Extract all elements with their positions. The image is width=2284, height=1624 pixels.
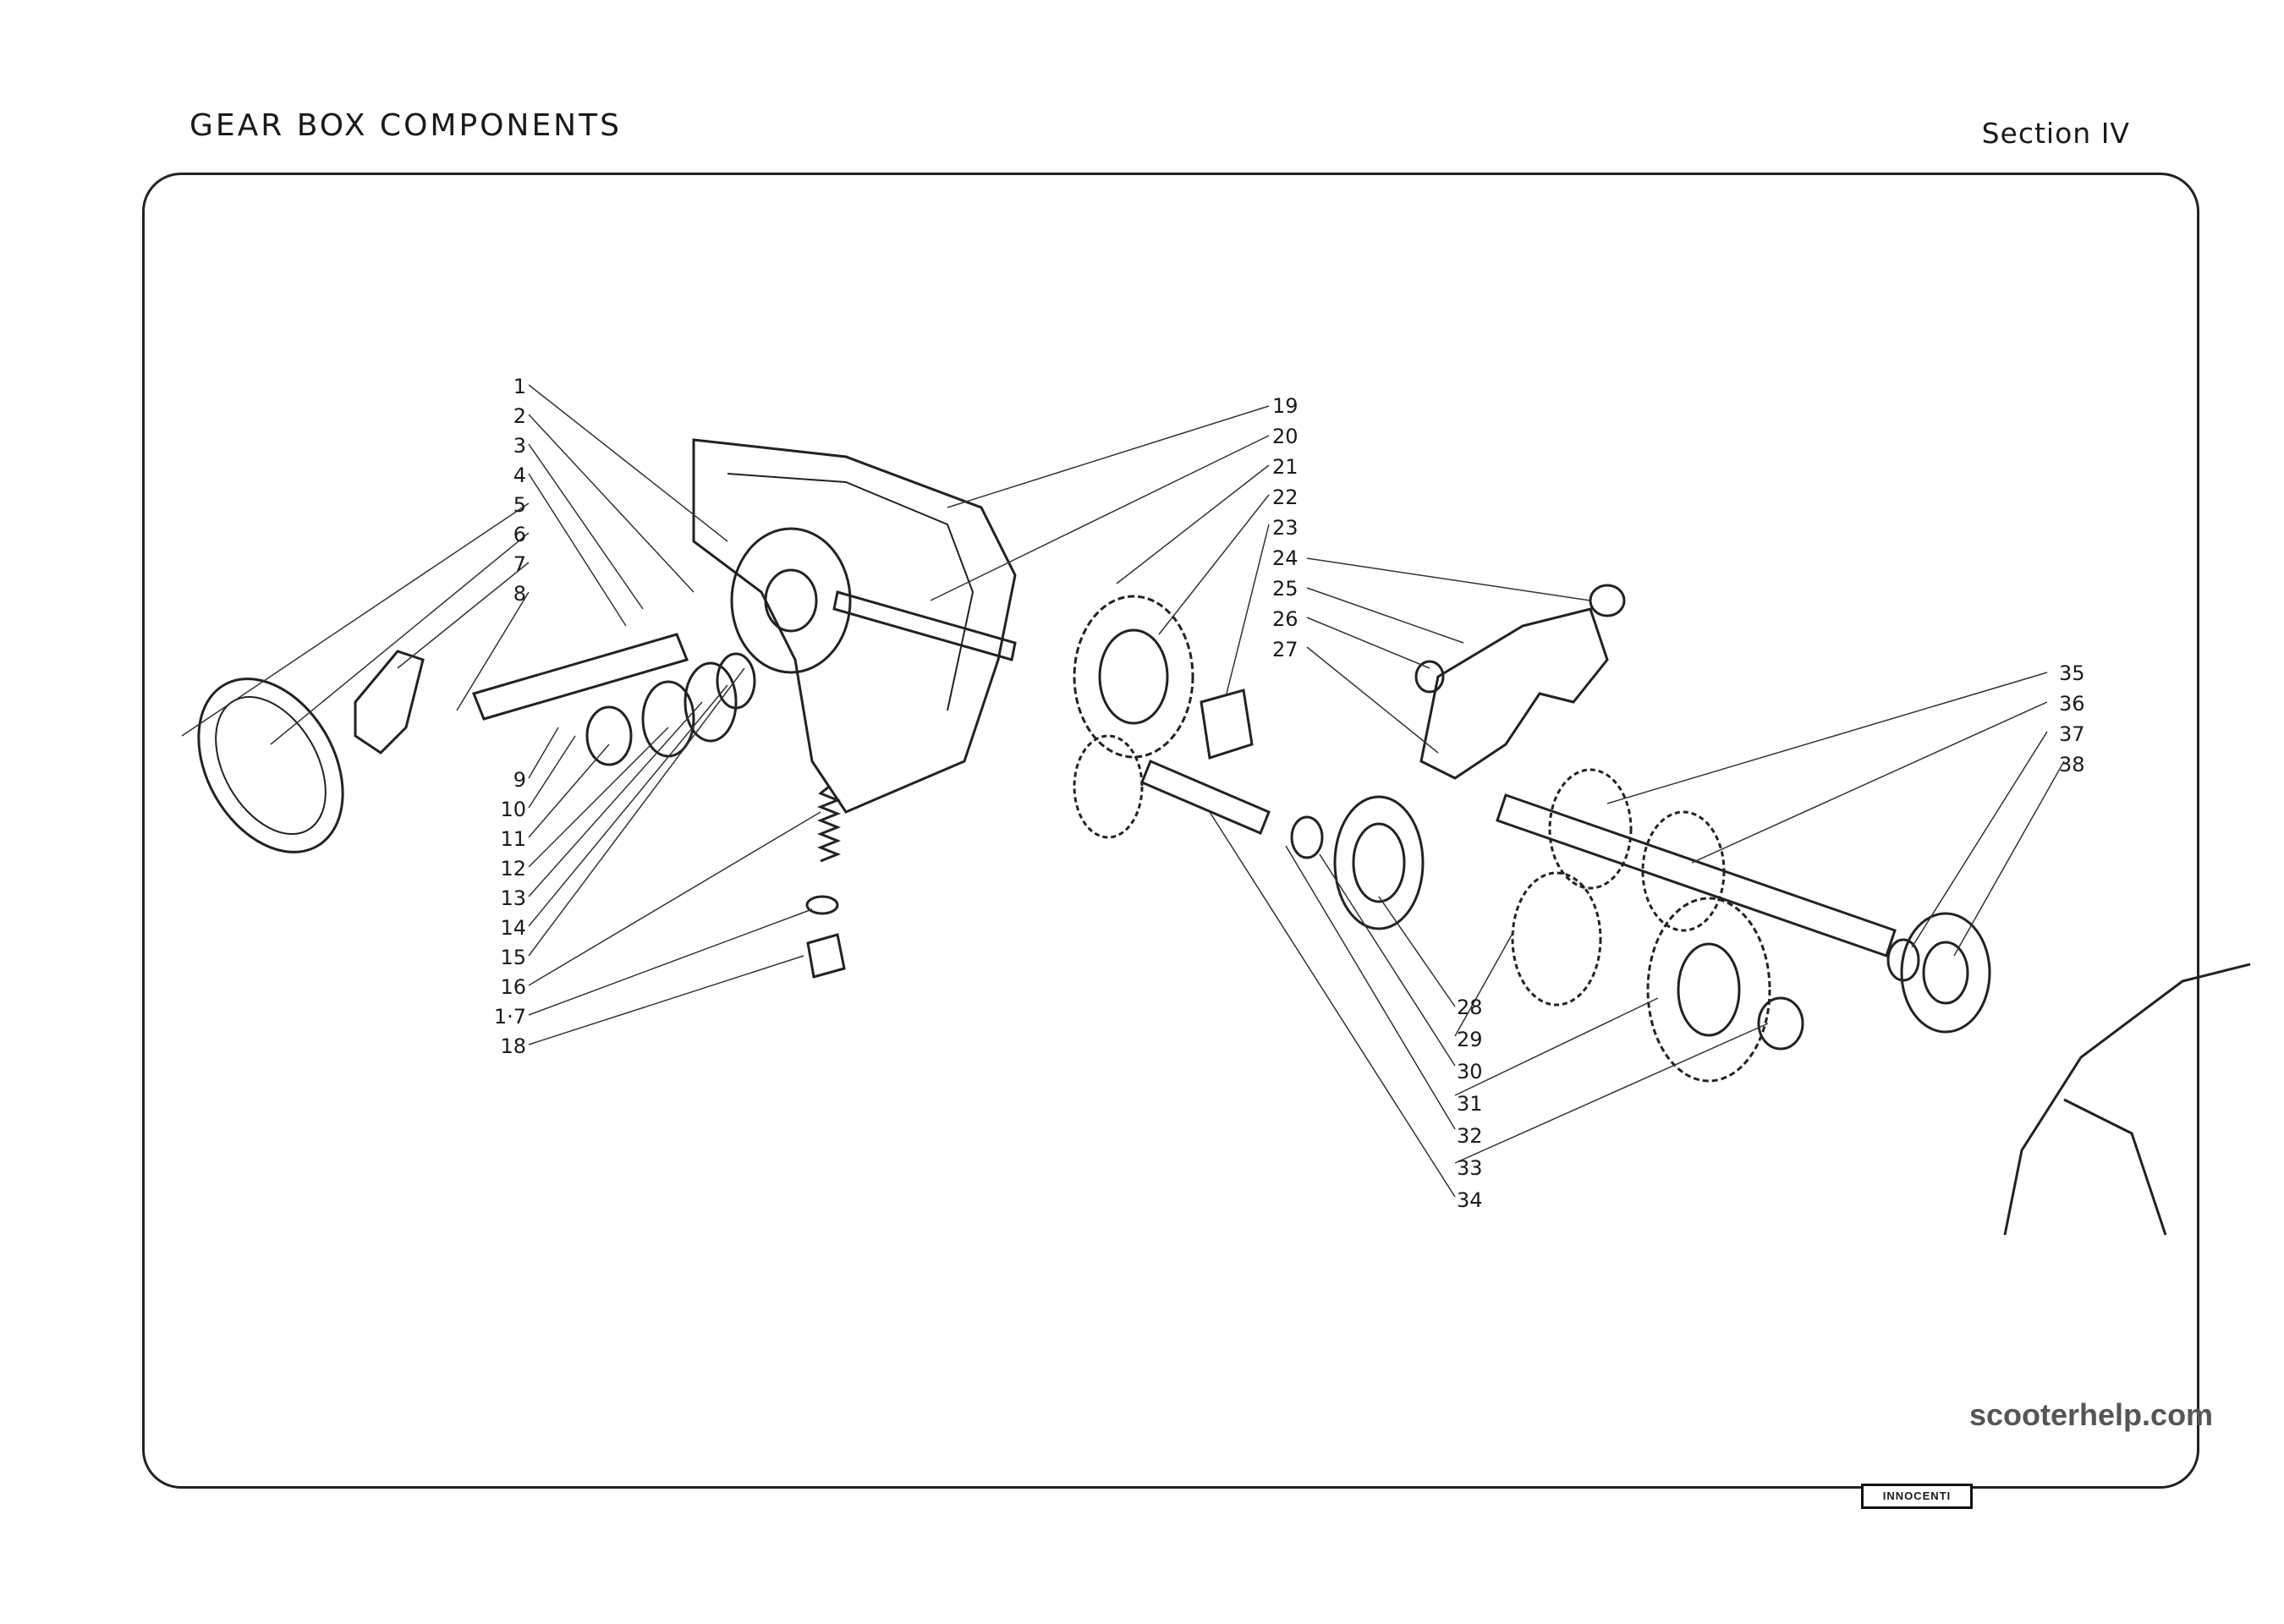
gear-second	[1641, 810, 1726, 932]
diagram-frame	[142, 173, 2199, 1489]
selector-shaft	[471, 633, 689, 721]
gearbox-end-cover	[197, 678, 344, 853]
callout-3: 3	[513, 434, 526, 458]
callout-8: 8	[513, 582, 526, 606]
main-bearing	[1333, 795, 1425, 930]
bearing-flange	[730, 527, 852, 674]
callout-25: 25	[1272, 577, 1298, 601]
callout-33: 33	[1457, 1156, 1483, 1180]
callout-2: 2	[513, 404, 526, 428]
callout-24: 24	[1272, 546, 1298, 570]
callout-1: 1	[513, 375, 526, 398]
mainshaft	[1496, 793, 1897, 957]
callout-labels-right: 35 36 37 38	[2059, 658, 2101, 780]
end-bearing	[1900, 912, 1991, 1034]
circlip	[1290, 815, 1324, 859]
callout-6: 6	[513, 523, 526, 546]
layshaft	[832, 590, 1017, 661]
callout-34: 34	[1457, 1188, 1483, 1212]
callout-30: 30	[1457, 1060, 1483, 1084]
gearbox-housing	[692, 438, 1017, 814]
callout-15: 15	[500, 946, 526, 969]
gear-third	[1511, 871, 1602, 1007]
gear-small	[1073, 734, 1144, 839]
plug-screw	[806, 933, 846, 979]
gear-first	[1548, 768, 1633, 890]
callout-13: 13	[500, 886, 526, 910]
detent-spring	[816, 785, 842, 863]
callout-18: 18	[500, 1034, 526, 1058]
callouts-left	[181, 384, 821, 1045]
callout-labels-left: 1 2 3 4 5 6 7 8	[502, 372, 526, 609]
callout-22: 22	[1272, 486, 1298, 509]
callout-labels-left-lower: 9 10 11 12 13 14 15 16 1·7 18	[491, 765, 526, 1062]
page-title: GEAR BOX COMPONENTS	[189, 108, 622, 143]
selector-lever	[354, 650, 425, 754]
callout-labels-mid: 19 20 21 22 23 24 25 26 27	[1272, 391, 1315, 665]
callout-5: 5	[513, 493, 526, 517]
callout-19: 19	[1272, 394, 1298, 418]
gear-large	[1646, 897, 1771, 1083]
callouts-mid	[930, 405, 1591, 754]
callout-23: 23	[1272, 516, 1298, 540]
callouts-right	[1606, 672, 2065, 957]
selector-fork	[1419, 607, 1609, 780]
callout-29: 29	[1457, 1028, 1483, 1051]
callout-36: 36	[2059, 692, 2085, 716]
callouts-bottom	[1209, 811, 1769, 1198]
end-washer	[1886, 938, 1920, 982]
callout-26: 26	[1272, 607, 1298, 631]
callout-14: 14	[500, 916, 526, 940]
callout-12: 12	[500, 857, 526, 881]
fork-clip	[1589, 584, 1626, 617]
callout-28: 28	[1457, 996, 1483, 1019]
callout-7: 7	[513, 552, 526, 576]
callout-37: 37	[2059, 722, 2085, 746]
pinion-shaft	[1140, 760, 1271, 835]
callout-32: 32	[1457, 1124, 1483, 1148]
callout-27: 27	[1272, 638, 1298, 661]
callout-38: 38	[2059, 753, 2085, 776]
callout-4: 4	[513, 464, 526, 487]
callout-labels-bottom: 28 29 30 31 32 33 34	[1457, 991, 1499, 1216]
washer	[585, 705, 633, 766]
section-label: Section IV	[1981, 117, 2130, 150]
callout-21: 21	[1272, 455, 1298, 479]
needle-bushing	[1757, 996, 1804, 1051]
callout-31: 31	[1457, 1092, 1483, 1116]
fork-washer	[1414, 660, 1445, 694]
selector-disc	[684, 661, 738, 743]
callout-9: 9	[513, 768, 526, 792]
callout-11: 11	[500, 827, 526, 851]
crankcase-edge	[2003, 963, 2251, 1236]
callout-35: 35	[2059, 661, 2085, 685]
callout-17: 1·7	[493, 1005, 526, 1029]
gear-cluster	[1073, 595, 1194, 759]
watermark-text: scooterhelp.com	[1969, 1397, 2214, 1432]
brand-logo: INNOCENTI	[1861, 1484, 1973, 1509]
callout-16: 16	[500, 975, 526, 999]
callout-20: 20	[1272, 425, 1298, 448]
spring-washer	[805, 895, 839, 915]
callout-10: 10	[500, 798, 526, 821]
bushing	[1200, 689, 1254, 760]
